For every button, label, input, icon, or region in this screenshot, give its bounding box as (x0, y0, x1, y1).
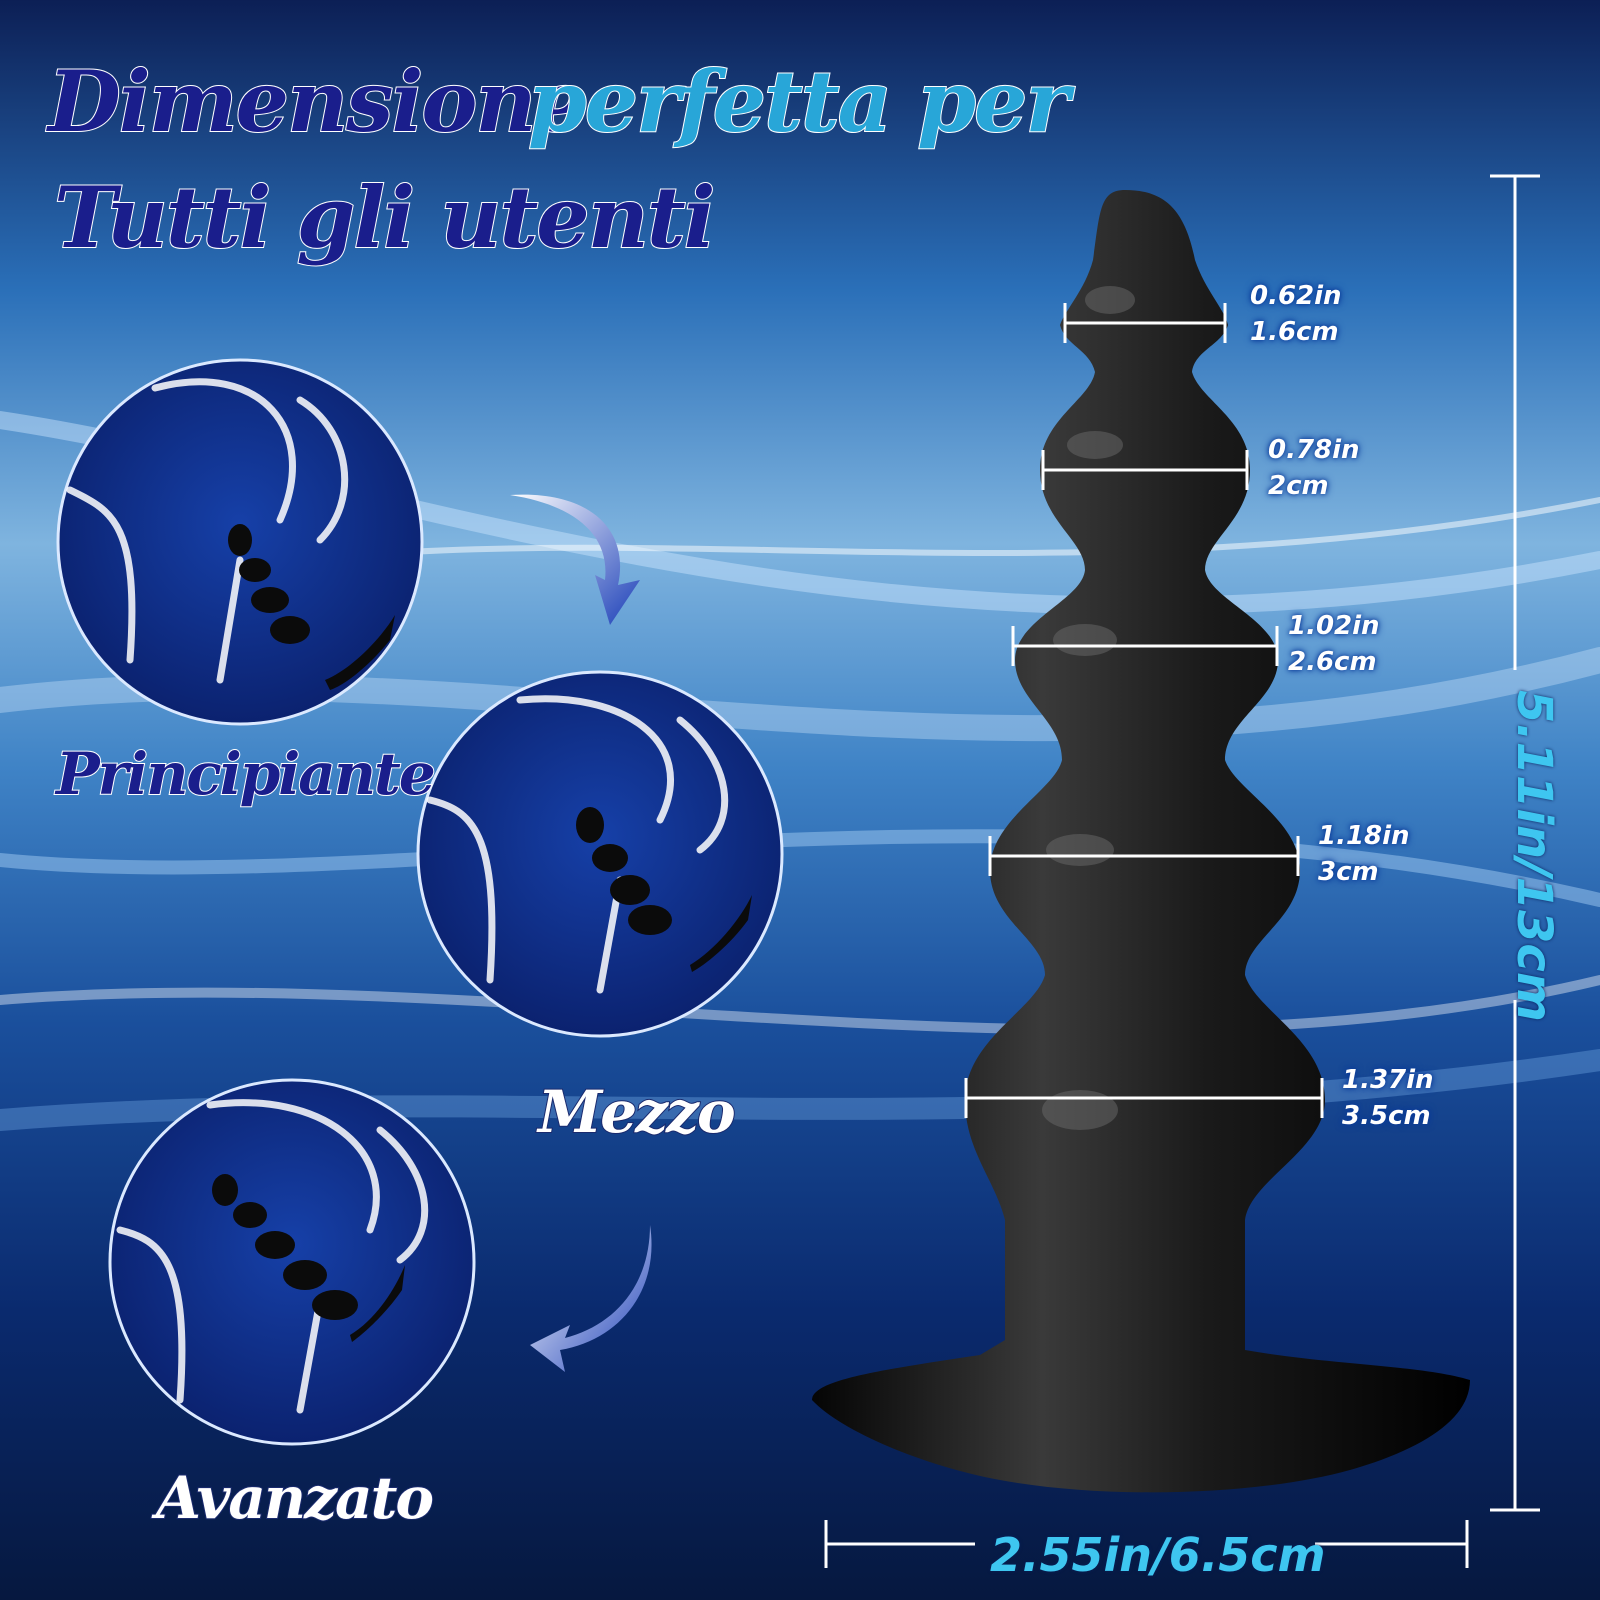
arrow-icon (530, 1225, 652, 1372)
diameter-inches: 0.78in (1268, 435, 1360, 465)
diameter-cm: 1.6cm (1250, 317, 1339, 347)
headline-part-2: perfetta per (527, 51, 1071, 152)
diameter-inches: 0.62in (1250, 281, 1342, 311)
arrow-icon (510, 494, 640, 625)
advanced-illustration (108, 1078, 476, 1446)
diameter-inches: 1.37in (1342, 1065, 1434, 1095)
level-label-intermediate: Mezzo (537, 1077, 737, 1147)
level-label-advanced: Avanzato (155, 1463, 435, 1533)
diameter-label: 0.78in 2cm (1268, 432, 1360, 504)
headline-line-2: Tutti gli utenti (53, 167, 717, 268)
diameter-inches: 1.18in (1318, 821, 1410, 851)
diameter-label: 1.37in 3.5cm (1342, 1062, 1434, 1134)
beginner-illustration (56, 358, 424, 726)
diameter-cm: 2.6cm (1288, 647, 1377, 677)
diameter-cm: 2cm (1268, 471, 1329, 501)
diameter-label: 1.18in 3cm (1318, 818, 1410, 890)
product-silhouette (812, 190, 1470, 1493)
height-dimension-line (1490, 174, 1540, 1512)
total-height-label: 5.11in/13cm (1506, 690, 1562, 1022)
diameter-lines (964, 303, 1324, 1118)
diameter-cm: 3.5cm (1342, 1101, 1431, 1131)
level-label-beginner: Principiante (55, 739, 437, 809)
diameter-inches: 1.02in (1288, 611, 1380, 641)
diameter-label: 0.62in 1.6cm (1250, 278, 1342, 350)
intermediate-illustration (416, 670, 784, 1038)
base-width-label: 2.55in/6.5cm (990, 1528, 1326, 1582)
diameter-label: 1.02in 2.6cm (1288, 608, 1380, 680)
width-dimension-line (824, 1520, 1469, 1568)
diameter-cm: 3cm (1318, 857, 1379, 887)
progress-arrows (510, 494, 652, 1372)
headline-part-1: Dimensione (47, 51, 589, 152)
